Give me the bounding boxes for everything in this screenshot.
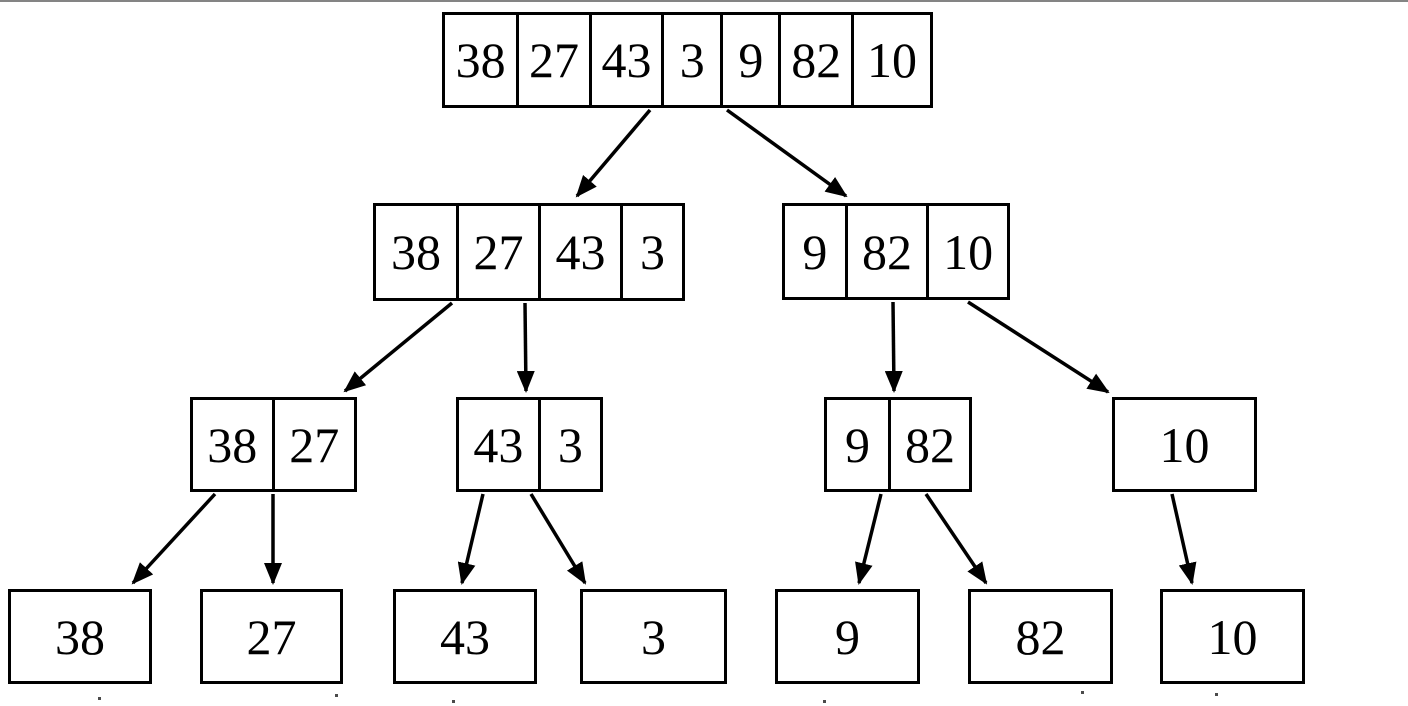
divide-arrow xyxy=(855,493,883,585)
array-node-node-9-82: 9 82 xyxy=(824,397,972,492)
array-cell: 82 xyxy=(888,400,969,489)
array-node-node-10-mid: 10 xyxy=(1112,397,1257,492)
divide-arrow xyxy=(457,493,485,585)
array-cell: 38 xyxy=(207,416,258,473)
array-cell: 38 xyxy=(390,224,441,280)
array-cell: 10 xyxy=(1207,608,1258,665)
array-node-leaf-3: 3 xyxy=(580,589,727,684)
array-cell: 3 xyxy=(537,400,600,489)
array-cell: 10 xyxy=(1159,416,1210,473)
array-cell: 38 xyxy=(55,608,105,665)
array-cell: 10 xyxy=(850,15,930,105)
array-node-leaf-82: 82 xyxy=(968,589,1113,684)
divide-arrow xyxy=(884,301,903,393)
array-cell: 43 xyxy=(588,15,661,105)
array-node-leaf-27: 27 xyxy=(200,589,343,684)
array-cell: 82 xyxy=(1015,608,1066,665)
array-node-leaf-9: 9 xyxy=(775,589,920,684)
stray-arrow-artifact xyxy=(452,700,455,703)
divide-arrow xyxy=(575,108,652,198)
array-cell: 27 xyxy=(516,15,588,105)
array-cell: 38 xyxy=(455,32,506,88)
array-cell: 10 xyxy=(926,206,1007,297)
divide-arrow xyxy=(967,300,1110,394)
array-cell: 82 xyxy=(778,15,850,105)
array-cell: 9 xyxy=(720,15,778,105)
stray-arrow-artifact xyxy=(1081,691,1084,694)
array-cell: 9 xyxy=(802,223,828,280)
array-cell: 27 xyxy=(455,206,538,298)
divide-arrow xyxy=(725,108,848,198)
divide-arrow xyxy=(529,493,587,585)
stray-arrow-artifact xyxy=(98,697,101,700)
array-cell: 3 xyxy=(641,608,666,665)
array-node-leaf-38: 38 xyxy=(8,589,152,684)
array-cell: 9 xyxy=(845,416,871,473)
divide-arrow xyxy=(516,302,535,393)
divide-arrow xyxy=(343,301,454,393)
stray-arrow-artifact xyxy=(823,700,826,703)
array-node-leaf-43: 43 xyxy=(393,589,537,684)
array-cell: 3 xyxy=(620,206,682,298)
stray-arrow-artifact xyxy=(1215,693,1218,696)
array-cell: 43 xyxy=(473,416,524,473)
array-cell: 43 xyxy=(440,608,490,665)
array-cell: 27 xyxy=(246,608,297,665)
divide-arrow xyxy=(131,492,217,585)
array-cell: 27 xyxy=(271,400,354,489)
array-cell: 82 xyxy=(844,206,927,297)
array-cell: 3 xyxy=(661,15,720,105)
divide-arrow xyxy=(1170,493,1197,585)
array-node-leaf-10: 10 xyxy=(1160,589,1305,684)
stray-arrow-artifact xyxy=(335,694,338,697)
array-cell: 43 xyxy=(537,206,620,298)
divide-arrow xyxy=(924,493,988,585)
top-rule xyxy=(0,0,1408,2)
array-cell: 9 xyxy=(835,608,860,665)
